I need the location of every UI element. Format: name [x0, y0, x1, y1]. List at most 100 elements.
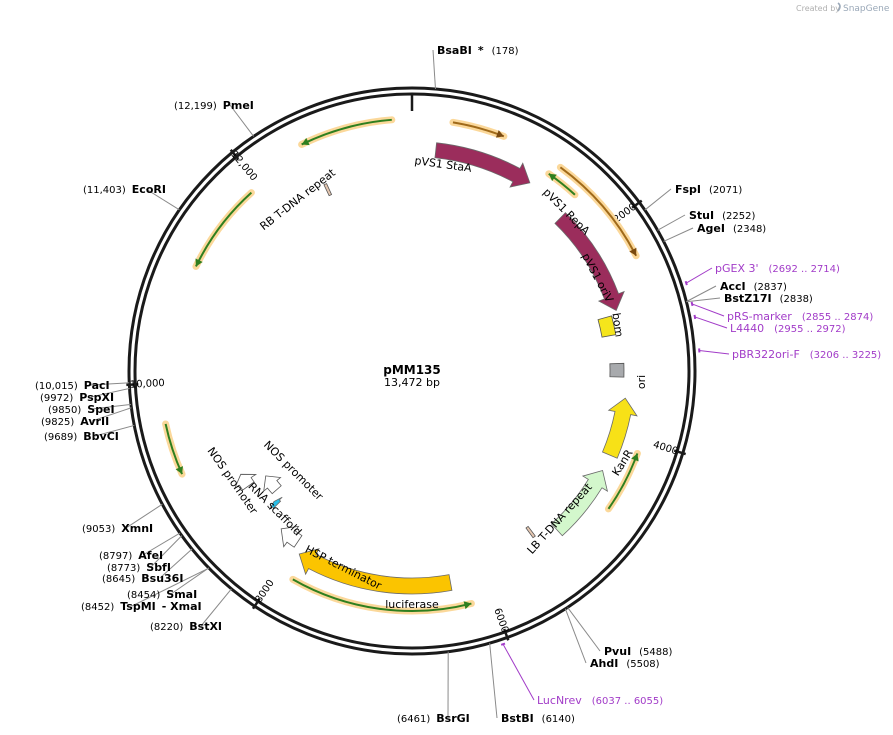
site-leader-line [145, 188, 180, 211]
tick-label: 8000 [253, 578, 276, 605]
primer-leader-line [699, 349, 730, 355]
site-avrii[interactable]: (9825)AvrII [41, 415, 109, 428]
feature-rb-t-dna[interactable]: RB T-DNA repeat [257, 166, 338, 233]
site-acci[interactable]: AccI(2837) [720, 280, 787, 293]
site-leader-line [564, 608, 587, 664]
site-label: (9850)SpeI [48, 403, 115, 416]
site-xmni[interactable]: (9053)XmnI [82, 522, 153, 535]
site-pmei[interactable]: (12,199)PmeI [174, 99, 254, 112]
primer-lucnrev[interactable]: LucNrev(6037 .. 6055) [500, 642, 663, 707]
feature-nos-prom-2[interactable]: NOS promoter [205, 445, 261, 517]
site-leader-line [131, 567, 210, 607]
orf-arrowhead-icon [548, 173, 557, 182]
site-leader-line [142, 532, 181, 556]
site-bstz17i[interactable]: BstZ17I(2838) [724, 292, 813, 305]
site-tspmi[interactable]: (8452)TspMI- XmaI [81, 600, 202, 613]
plasmid-length: 13,472 bp [384, 376, 440, 389]
orf-arrowhead-icon [301, 137, 310, 146]
orf-layer [162, 116, 641, 615]
site-leader-line [686, 297, 721, 303]
primer-leader-line [502, 643, 535, 701]
site-label: (8452)TspMI- XmaI [81, 600, 202, 613]
feature-arrow-icon [298, 548, 453, 595]
primer-leader-line [691, 303, 725, 317]
primer-mark [684, 280, 688, 286]
site-fspi[interactable]: FspI(2071) [675, 183, 742, 196]
site-label: PvuI(5488) [604, 645, 673, 658]
site-label: (6461)BsrGI [397, 712, 470, 725]
site-label: (8797)AfeI [99, 549, 163, 562]
site-bsrgi[interactable]: (6461)BsrGI [397, 712, 470, 725]
orf-halo [298, 116, 396, 148]
site-label: (8645)Bsu36I [102, 572, 183, 585]
tick-label: 12,000 [228, 149, 259, 183]
orf-arc [292, 578, 472, 612]
site-ecori[interactable]: (11,403)EcoRI [83, 183, 166, 196]
primer-l4440[interactable]: L4440(2955 .. 2972) [693, 314, 846, 335]
site-bstbi[interactable]: BstBI(6140) [501, 712, 575, 725]
site-label: BstZ17I(2838) [724, 292, 813, 305]
primer-pgex-3[interactable]: pGEX 3'(2692 .. 2714) [684, 262, 840, 286]
site-leader-line [91, 407, 132, 422]
site-label: AccI(2837) [720, 280, 787, 293]
site-ahdi[interactable]: AhdI(5508) [590, 657, 660, 670]
feature-arrow-icon [233, 473, 258, 491]
feature-arrow-icon [554, 212, 625, 312]
feature-luciferase[interactable]: luciferase [298, 548, 453, 611]
orf-arc [559, 166, 638, 257]
primer-pbr322ori-f[interactable]: pBR322ori-F(3206 .. 3225) [698, 348, 881, 361]
orf-arrowhead-icon [629, 247, 637, 256]
site-leader-line [125, 503, 163, 529]
site-spei[interactable]: (9850)SpeI [48, 403, 115, 416]
primer-layer: pGEX 3'(2692 .. 2714) pRS-marker(2855 .. … [500, 262, 881, 707]
site-leader-line [90, 382, 130, 386]
orf-arc [195, 191, 253, 267]
site-smai[interactable]: (8454)SmaI [127, 588, 197, 601]
primer-label: pGEX 3'(2692 .. 2714) [715, 262, 840, 275]
feature-label: bom [609, 312, 625, 338]
site-agei[interactable]: AgeI(2348) [697, 222, 766, 235]
site-leader-line [432, 49, 436, 90]
site-sbfi[interactable]: (8773)SbfI [107, 561, 171, 574]
orf-arrowhead-icon [463, 601, 472, 610]
tick-mark [251, 598, 261, 610]
tick-mark [631, 199, 643, 209]
site-leader-line [567, 607, 601, 652]
feature-arrow-icon [263, 475, 282, 495]
site-bstxi[interactable]: (8220)BstXI [150, 620, 222, 633]
feature-pvs1-oriv[interactable]: pVS1 oriV [579, 251, 617, 338]
site-bbvci[interactable]: (9689)BbvCI [44, 430, 119, 443]
site-label: (11,403)EcoRI [83, 183, 166, 196]
site-leader-line [644, 188, 672, 211]
orf-arrowhead-icon [175, 466, 183, 475]
feature-nos-prom-1[interactable]: NOS promoter [261, 438, 326, 503]
credit-prefix: Created by [796, 4, 840, 13]
feature-shape [525, 525, 536, 539]
feature-pvs1-stab[interactable]: pVS1 StaA [414, 142, 531, 188]
feature-label: NOS promoter [261, 438, 326, 503]
site-bsu36i[interactable]: (8645)Bsu36I [102, 572, 183, 585]
feature-lb-t-dna[interactable]: LB T-DNA repeat [525, 480, 596, 556]
feature-bom[interactable]: bom [609, 312, 626, 378]
primer-prs-marker[interactable]: pRS-marker(2855 .. 2874) [690, 301, 874, 323]
credit-brand: SnapGene [843, 4, 890, 14]
site-leader-line [229, 104, 255, 137]
tick-mark [126, 383, 139, 387]
site-label: (9053)XmnI [82, 522, 153, 535]
site-label: AhdI(5508) [590, 657, 660, 670]
site-label: StuI(2252) [689, 209, 755, 222]
snapgene-logo-icon [837, 2, 841, 12]
site-paci[interactable]: (10,015)PacI [35, 379, 110, 392]
tick-mark [229, 148, 240, 160]
feature-ori[interactable]: ori [601, 375, 648, 459]
site-leader-line [686, 285, 717, 303]
primer-leader-line [686, 267, 713, 284]
site-pvui[interactable]: PvuI(5488) [604, 645, 673, 658]
site-pspxi[interactable]: (9972)PspXI [40, 391, 114, 404]
orf-arrowhead-icon [631, 453, 639, 462]
site-afei[interactable]: (8797)AfeI [99, 549, 163, 562]
feature-label: RB T-DNA repeat [257, 166, 338, 233]
site-bsabi[interactable]: BsaBI*(178) [437, 44, 519, 57]
site-stui[interactable]: StuI(2252) [689, 209, 755, 222]
